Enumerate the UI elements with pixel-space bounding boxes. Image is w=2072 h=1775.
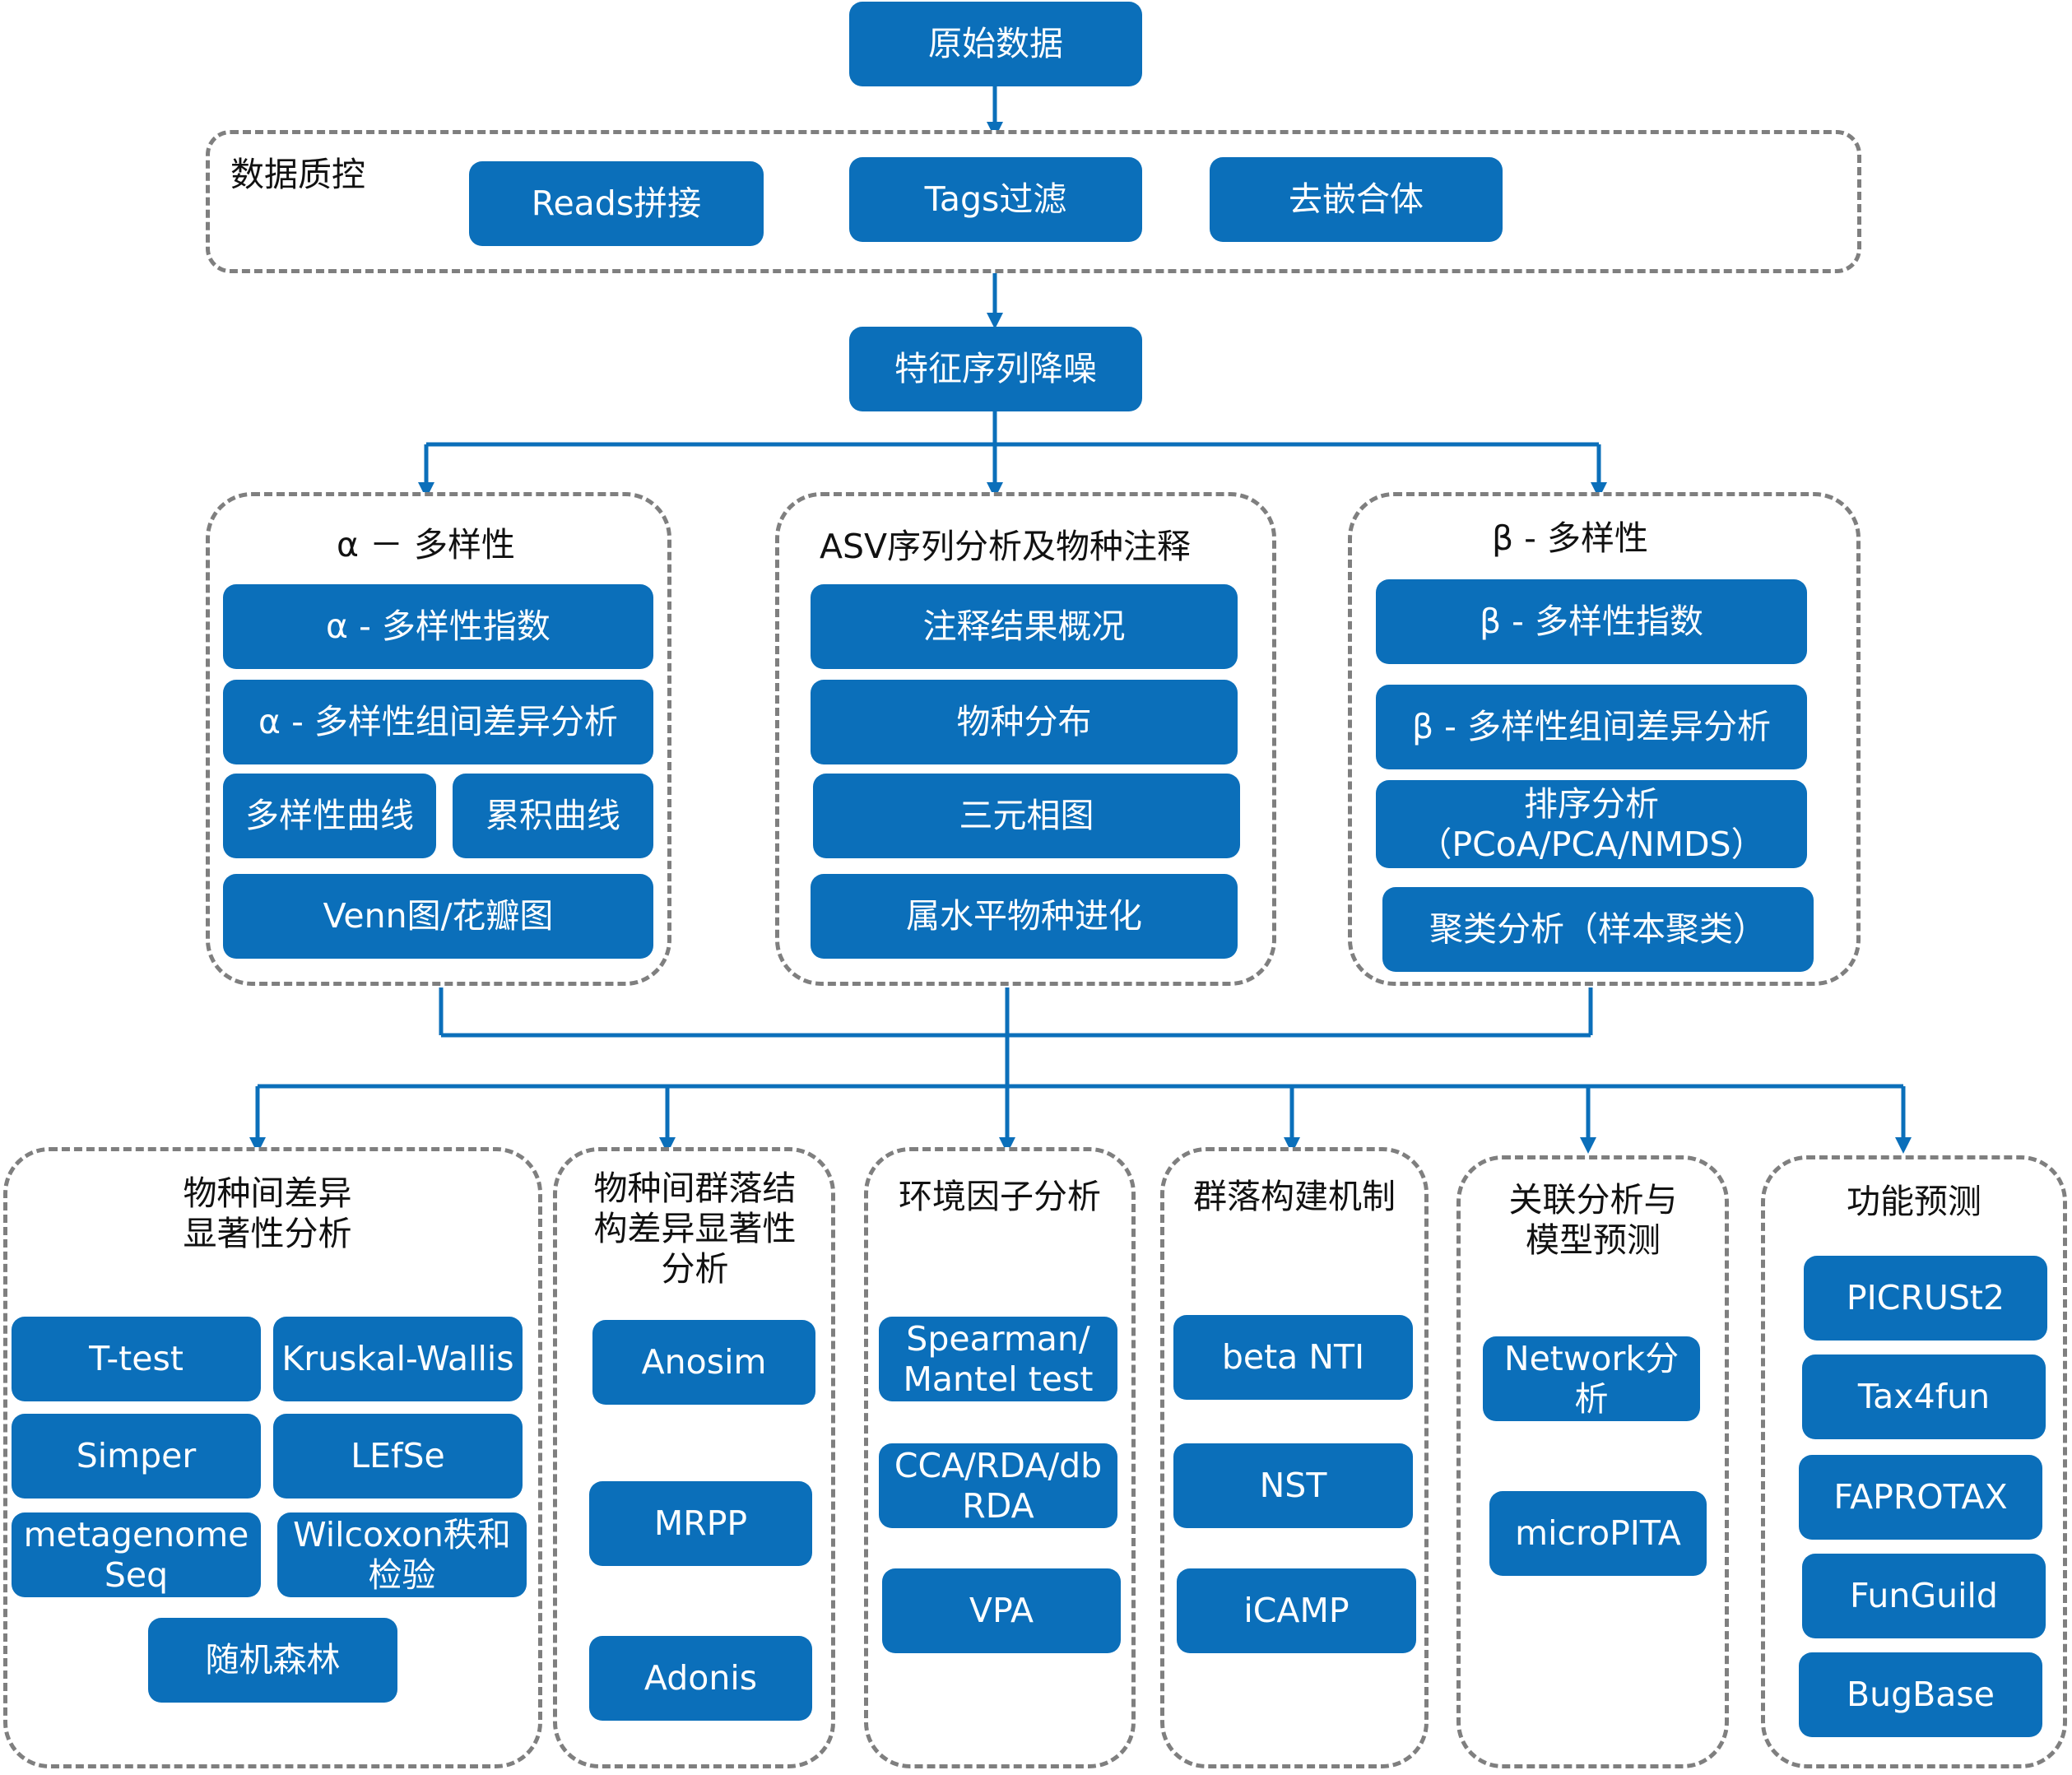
tax4fun-box: Tax4fun [1802,1354,2046,1439]
bugbase-box: BugBase [1799,1652,2042,1737]
spearman-mantel-box: Spearman/ Mantel test [879,1317,1117,1401]
sample-cluster-box: 聚类分析（样本聚类） [1382,887,1814,972]
beta-index-box: β - 多样性指数 [1376,579,1807,664]
community-structure-title: 物种间群落结构差异显著性分析 [593,1169,797,1289]
qc-label: 数据质控 [230,155,365,194]
funguild-box: FunGuild [1802,1554,2046,1638]
ternary-plot-box: 三元相图 [813,774,1240,858]
chimera-removal-box: 去嵌合体 [1210,157,1503,242]
simper-box: Simper [12,1414,261,1499]
micropita-box: microPITA [1489,1491,1707,1576]
ordination-line2: （PCoA/PCA/NMDS） [1418,824,1765,864]
venn-box: Venn图/花瓣图 [223,874,653,959]
association-title: 关联分析与模型预测 [1508,1180,1678,1260]
reads-merge-box: Reads拼接 [469,161,764,246]
anosim-box: Anosim [592,1320,815,1405]
env-factor-title: 环境因子分析 [899,1177,1101,1216]
alpha-index-box: α - 多样性指数 [223,584,653,669]
wilcoxon-box: Wilcoxon秩和检验 [277,1512,527,1597]
ordination-box: 排序分析 （PCoA/PCA/NMDS） [1376,780,1807,868]
accumulation-curve-box: 累积曲线 [453,774,653,858]
faprotax-box: FAPROTAX [1799,1455,2042,1540]
adonis-box: Adonis [589,1636,812,1721]
lefse-box: LEfSe [273,1414,523,1499]
beta-diversity-title: β - 多样性 [1491,518,1649,558]
random-forest-box: 随机森林 [148,1618,397,1703]
cca-rda-box: CCA/RDA/dbRDA [879,1443,1117,1528]
vpa-box: VPA [882,1568,1121,1653]
ordination-line1: 排序分析 [1524,783,1659,824]
nst-box: NST [1173,1443,1413,1528]
species-diff-title: 物种间差异显著性分析 [183,1173,352,1253]
asv-title: ASV序列分析及物种注释 [819,527,1192,566]
species-distribution-box: 物种分布 [811,680,1238,764]
assembly-title: 群落构建机制 [1193,1177,1396,1216]
function-prediction-title: 功能预测 [1847,1182,1981,1221]
network-analysis-box: Network分析 [1483,1336,1700,1421]
mrpp-box: MRPP [589,1481,812,1566]
icamp-box: iCAMP [1177,1568,1416,1653]
tags-filter-box: Tags过滤 [849,157,1142,242]
raw-data-box: 原始数据 [849,2,1142,86]
denoise-box: 特征序列降噪 [849,327,1142,411]
annotation-overview-box: 注释结果概况 [811,584,1238,669]
metagenomeseq-box: metagenomeSeq [12,1512,261,1597]
beta-diff-box: β - 多样性组间差异分析 [1376,685,1807,769]
alpha-diversity-title: α － 多样性 [336,525,516,565]
beta-nti-box: beta NTI [1173,1315,1413,1400]
picrust2-box: PICRUSt2 [1804,1256,2047,1341]
genus-evolution-box: 属水平物种进化 [811,874,1238,959]
association-group [1456,1155,1729,1768]
t-test-box: T-test [12,1317,261,1401]
diversity-curve-box: 多样性曲线 [223,774,436,858]
alpha-diff-box: α - 多样性组间差异分析 [223,680,653,764]
kruskal-wallis-box: Kruskal-Wallis [273,1317,523,1401]
